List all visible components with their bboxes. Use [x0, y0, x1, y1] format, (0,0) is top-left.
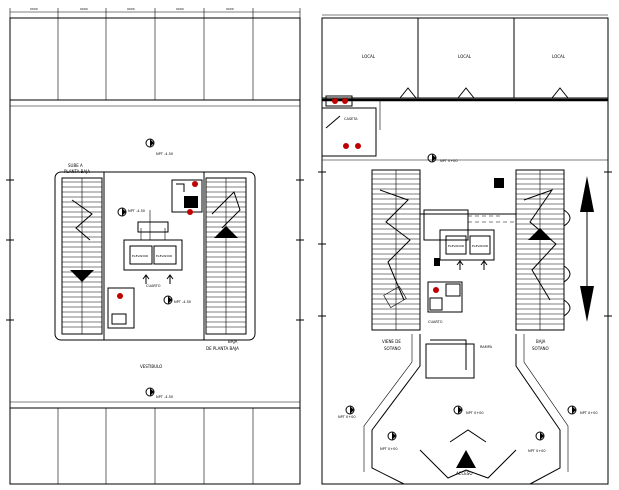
stair-label: BAJA — [536, 339, 546, 344]
level-mark: NPT 0+00 — [466, 411, 484, 415]
elevator-label: ELEVADOR — [448, 244, 464, 248]
level-mark: NPT -4.50 — [156, 152, 173, 156]
extinguisher-icon — [187, 181, 198, 215]
extinguisher-icon — [433, 287, 439, 293]
level-mark: NPT 0+00 — [338, 415, 356, 419]
dimension-label: 0000 — [127, 7, 135, 11]
level-mark: NPT -4.50 — [156, 395, 173, 399]
stair-label: DE PLANTA BAJA — [206, 346, 239, 351]
service-label: CUARTO — [428, 320, 443, 324]
elevator-label: ELEVADOR — [156, 254, 172, 258]
shop-label: LOCAL — [552, 54, 566, 59]
extinguisher-icon — [117, 293, 123, 299]
level-mark: NPT -4.50 — [174, 300, 191, 304]
dimension-label: 0000 — [30, 7, 38, 11]
ramp-label: RAMPA — [480, 345, 493, 349]
level-mark: NPT 0+00 — [440, 159, 458, 163]
level-mark: NPT -4.50 — [128, 209, 145, 213]
dimension-label: 0000 — [80, 7, 88, 11]
guard-label: CASETA — [344, 117, 358, 121]
dimension-label: 0000 — [176, 7, 184, 11]
level-marker-icon — [345, 153, 577, 441]
stair-label: SOTANO — [532, 346, 549, 351]
north-arrow-icon — [456, 450, 476, 468]
access-label: ACCESO — [456, 471, 472, 476]
shop-label: LOCAL — [458, 54, 472, 59]
stair-label: SOTANO — [384, 346, 401, 351]
dimension-label: 0000 — [226, 7, 234, 11]
stair-label: VIENE DE — [382, 339, 401, 344]
stair-label: SUBE A — [68, 163, 83, 168]
level-marker-icon — [117, 138, 173, 397]
elevator-label: ELEVADOR — [472, 244, 488, 248]
stair-label: BAJA — [228, 339, 238, 344]
level-mark: NPT 0+00 — [580, 411, 598, 415]
left-plan: 0000 0000 0000 0000 0000 — [6, 7, 304, 485]
level-mark: NPT 0+00 — [380, 447, 398, 451]
stair-label: PLANTA BAJA — [64, 169, 90, 174]
room-label: CUARTO — [146, 284, 161, 288]
extinguisher-icon — [343, 143, 349, 149]
right-plan: LOCAL LOCAL LOCAL CASETA VIENE DE — [318, 14, 612, 485]
lobby-label: VESTIBULO — [140, 364, 162, 369]
elevator-label: ELEVADOR — [132, 254, 148, 258]
dimension-arrow-icon — [580, 176, 594, 322]
shop-label: LOCAL — [362, 54, 376, 59]
level-mark: NPT 0+00 — [528, 449, 546, 453]
extinguisher-icon — [355, 143, 361, 149]
